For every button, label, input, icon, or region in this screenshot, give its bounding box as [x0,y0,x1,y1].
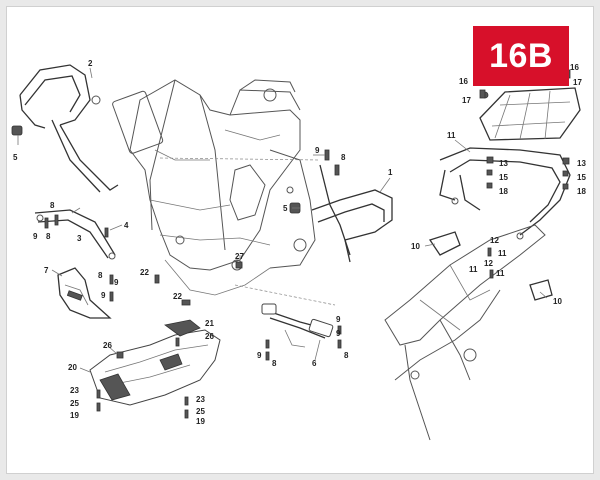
callout-9-lower-r: 9 [336,315,341,324]
callout-21: 21 [205,319,214,328]
rear-subframe [384,224,553,441]
callout-8-lower-r: 8 [344,351,349,360]
callout-26: 27 [235,252,244,261]
callout-3: 3 [77,234,82,243]
callout-25-right: 26 [205,332,214,341]
leader-lines [17,67,548,373]
callout-15-right: 13 [577,159,586,168]
callout-10-right: 10 [553,297,562,306]
callout-labels: 2 5 8 9 8 3 4 7 8 9 9 22 27 22 21 26 26 … [13,59,586,426]
motorcycle-frame [112,79,336,306]
callout-9-top: 9 [315,146,320,155]
callout-9-lower-r2: 9 [336,329,341,338]
callout-11: 11 [447,131,456,140]
fasteners [44,69,571,419]
part-2-crash-bar [11,64,119,193]
callout-12-low: 11 [496,269,505,278]
callout-8-left: 8 [50,201,55,210]
callout-9-mid-b: 9 [101,291,106,300]
callout-1: 1 [388,168,393,177]
callout-9-left: 9 [33,232,38,241]
callout-7: 7 [44,266,49,275]
callout-17-left: 16 [459,77,468,86]
callout-16-left: 15 [499,173,508,182]
callout-15-left: 13 [499,159,508,168]
callout-8-left-b: 8 [46,232,51,241]
callout-27-left: 25 [70,399,79,408]
callout-5-mid: 5 [283,204,288,213]
callout-19-right: 18 [577,187,586,196]
part-20-skid-plate [89,319,221,406]
callout-12-top: 11 [498,249,507,258]
callout-20: 20 [68,363,77,372]
callout-13-top: 12 [490,236,499,245]
callout-9-lower: 9 [257,351,262,360]
callout-24-right: 23 [196,395,205,404]
callout-9-mid: 9 [114,278,119,287]
part-6-lower-bar [261,303,334,348]
callout-8-mid: 8 [98,271,103,280]
callout-12-mid: 11 [469,265,478,274]
callout-8-top: 8 [341,153,346,162]
rear-luggage-rack [479,76,581,141]
part-11-side-rack [439,147,571,240]
callout-27-right: 25 [196,407,205,416]
callout-2: 2 [88,59,93,68]
part-3-bracket [34,209,116,260]
callout-18-left: 17 [462,96,471,105]
callout-22-left: 19 [70,411,79,420]
part-7-bracket [57,267,112,319]
callout-18-right: 17 [573,78,582,87]
callout-4: 4 [124,221,129,230]
part-1-crash-bar [286,164,393,263]
callout-25-left: 26 [103,341,112,350]
callout-16-right: 15 [577,173,586,182]
callout-24-left: 23 [70,386,79,395]
callout-23-top: 22 [140,268,149,277]
callout-19-left: 18 [499,187,508,196]
callout-22-right: 19 [196,417,205,426]
callout-8-lower: 8 [272,359,277,368]
callout-13-mid: 12 [484,259,493,268]
callout-17-right: 16 [570,63,579,72]
callout-23-mid: 22 [173,292,182,301]
section-badge: 16B [473,26,569,86]
callout-5: 5 [13,153,18,162]
callout-10-left: 10 [411,242,420,251]
callout-6: 6 [312,359,317,368]
